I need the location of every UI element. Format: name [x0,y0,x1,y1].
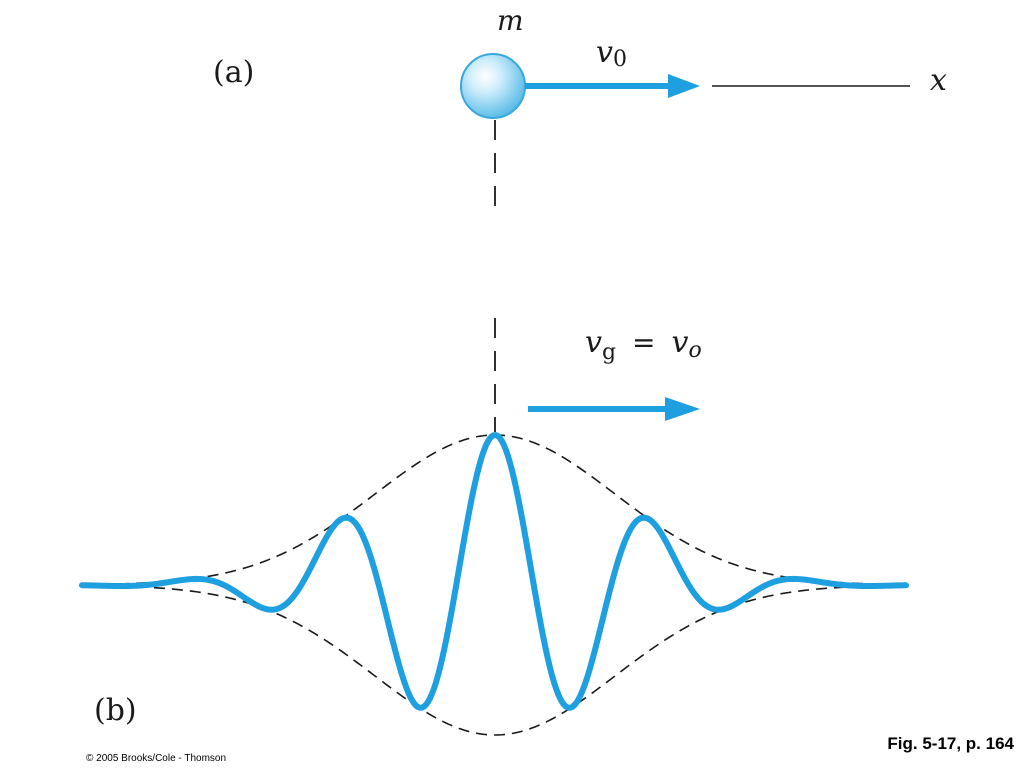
v0-arrow-head [668,74,700,98]
panel-b-label: (b) [94,693,137,728]
x-axis-label: x [930,63,947,98]
particle-sphere [460,53,526,119]
figure-caption: Fig. 5-17, p. 164 [887,734,1014,753]
wave-packet-curve [79,432,909,711]
mass-label: m [497,4,524,37]
group-velocity-label: vg=vo [585,325,702,365]
envelope-lower [99,584,891,736]
envelope-upper [99,434,891,586]
copyright-notice: © 2005 Brooks/Cole - Thomson [86,753,227,764]
panel-a-label: (a) [213,55,254,90]
vg-arrow-head [665,397,700,421]
v0-label: v0 [596,35,627,72]
